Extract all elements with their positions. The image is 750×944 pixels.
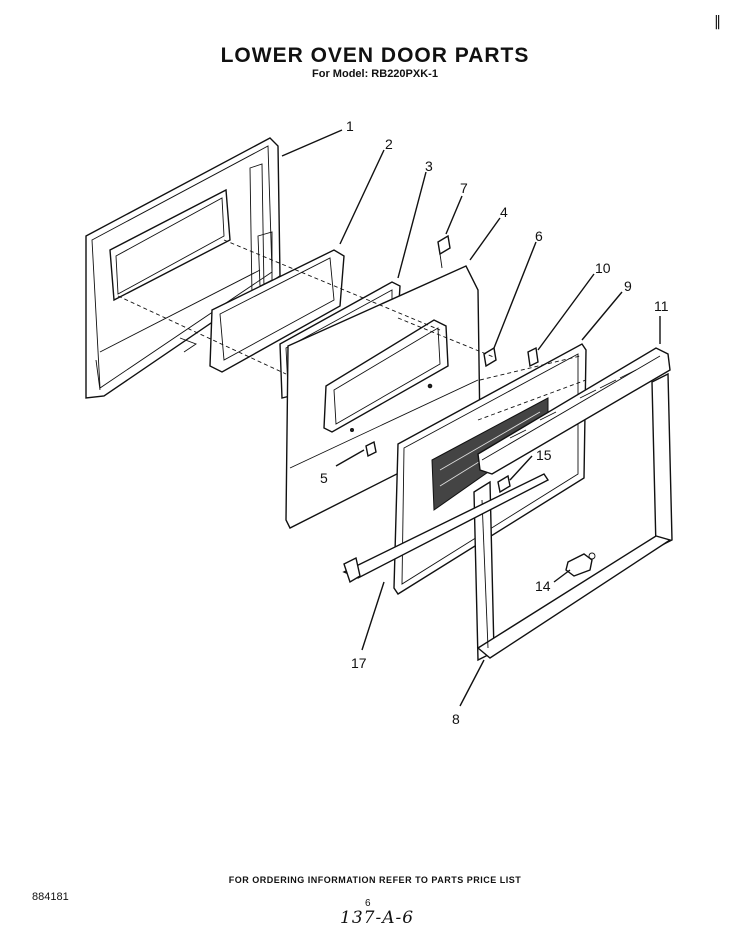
- part-10-clip: [527, 346, 539, 368]
- callout-3: 3: [425, 158, 433, 174]
- page-number: 6: [365, 898, 371, 909]
- doc-number: 884181: [32, 891, 69, 903]
- part-8-outer-frame: [473, 372, 673, 662]
- callout-6: 6: [535, 228, 543, 244]
- part-14-hinge-bracket: [565, 552, 596, 577]
- callout-11: 11: [654, 298, 669, 314]
- part-5-clip: [365, 440, 377, 458]
- callout-numbers: 1 2 3 7 4 6 10 9 11 5 15 14 17 8: [320, 118, 669, 727]
- callout-14: 14: [535, 578, 551, 594]
- callout-17: 17: [351, 655, 367, 671]
- callout-15: 15: [536, 447, 552, 463]
- callout-10: 10: [595, 260, 611, 276]
- part-1-outer-door: [85, 137, 281, 399]
- part-7-clip: [437, 234, 451, 269]
- callout-1: 1: [346, 118, 354, 134]
- callout-5: 5: [320, 470, 328, 486]
- callout-8: 8: [452, 711, 460, 727]
- callout-2: 2: [385, 136, 393, 152]
- leader-lines: [281, 129, 661, 707]
- part-15-latch: [497, 474, 511, 494]
- part-11-top-trim: [477, 347, 671, 475]
- alignment-lines: [117, 239, 587, 421]
- part-17-bottom-rail: [342, 473, 550, 584]
- corner-mark: ‖: [714, 14, 721, 30]
- page-title: LOWER OVEN DOOR PARTS: [220, 44, 530, 67]
- callout-7: 7: [460, 180, 468, 196]
- part-6-clip: [483, 346, 497, 368]
- ordering-info: FOR ORDERING INFORMATION REFER TO PARTS …: [228, 875, 522, 885]
- handwritten-note: 137-A-6: [340, 908, 415, 928]
- callout-4: 4: [500, 204, 508, 220]
- model-line: For Model: RB220PXK-1: [312, 68, 438, 80]
- callout-9: 9: [624, 278, 632, 294]
